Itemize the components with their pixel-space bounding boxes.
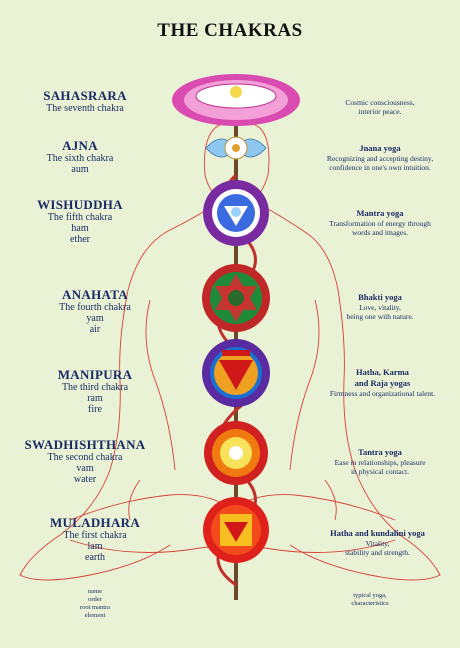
chakra-desc-wishuddha: Mantra yoga Transformation of energy thr…	[310, 208, 450, 237]
chakra-order: The fourth chakra	[59, 302, 131, 313]
chakra-characteristic: stability and strength.	[345, 548, 410, 557]
legend-left-key: name order root mantra element	[60, 588, 130, 620]
chakra-label-ajna: AJNA The sixth chakra aum	[20, 138, 140, 175]
chakra-yoga: Bhakti yoga	[358, 292, 402, 302]
chakra-mantra: ham	[71, 223, 89, 234]
chakra-order: The first chakra	[63, 530, 127, 541]
chakra-order: The seventh chakra	[46, 103, 124, 114]
chakra-characteristic: Transformation of energy through	[329, 219, 431, 228]
chakra-label-sahasrara: SAHASRARA The seventh chakra	[20, 88, 150, 114]
wishuddha-symbol	[203, 180, 269, 246]
chakra-label-muladhara: MULADHARA The first chakra lam earth	[30, 515, 160, 563]
chakra-name: AJNA	[62, 138, 98, 153]
chakra-order: The fifth chakra	[47, 212, 113, 223]
chakra-characteristic: being one with nature.	[346, 312, 414, 321]
chakra-desc-ajna: Jnana yoga Recognizing and accepting des…	[305, 143, 455, 172]
chakra-yoga-continued: and Raja yogas	[354, 378, 411, 388]
chakra-mantra: vam	[76, 463, 94, 474]
chakra-characteristic: interior peace.	[358, 107, 402, 116]
chakra-characteristic: confidence in one's own intuition.	[329, 163, 431, 172]
chakra-characteristic: Cosmic consciousness,	[345, 98, 415, 107]
chakra-yoga: Tantra yoga	[358, 447, 402, 457]
chakra-name: WISHUDDHA	[37, 197, 123, 212]
chakra-characteristic: Vitality,	[365, 539, 390, 548]
chakra-characteristic: Ease in relationships, pleasure	[334, 458, 426, 467]
page-title: THE CHAKRAS	[157, 20, 303, 41]
chakra-order: The third chakra	[61, 382, 129, 393]
chakra-mantra: yam	[86, 313, 104, 324]
chakra-mantra: lam	[87, 541, 103, 552]
chakra-characteristic: in physical contact.	[350, 467, 410, 476]
chakra-yoga: Jnana yoga	[359, 143, 401, 153]
legend-right-key: typical yoga, characteristics	[330, 592, 410, 608]
chakra-desc-muladhara: Hatha and kundalini yoga Vitality, stabi…	[300, 528, 455, 557]
chakra-mantra: aum	[71, 164, 89, 175]
legend-item: element	[84, 612, 106, 619]
chakra-characteristic: words and images.	[351, 228, 409, 237]
chakra-element: earth	[85, 552, 105, 563]
chakra-name: MANIPURA	[57, 367, 133, 382]
chakra-name: MULADHARA	[49, 515, 141, 530]
chakra-characteristic: Firmness and organizational talent.	[329, 389, 436, 398]
legend-item: name	[87, 588, 103, 595]
chakra-yoga: Hatha and kundalini yoga	[330, 528, 425, 538]
anahata-symbol	[202, 264, 270, 332]
chakra-label-swadhishthana: SWADHISHTHANA The second chakra vam wate…	[10, 437, 160, 485]
legend-item: root mantra	[79, 604, 111, 611]
chakra-order: The second chakra	[47, 452, 123, 463]
chakra-element: air	[89, 324, 101, 335]
chakra-characteristic: Recognizing and accepting destiny,	[326, 154, 434, 163]
chakra-label-wishuddha: WISHUDDHA The fifth chakra ham ether	[20, 197, 140, 245]
chakra-name: SWADHISHTHANA	[24, 437, 146, 452]
chakra-desc-manipura: Hatha, Karma and Raja yogas Firmness and…	[310, 367, 455, 398]
chakra-order: The sixth chakra	[46, 153, 114, 164]
chakra-desc-anahata: Bhakti yoga Love, vitality, being one wi…	[310, 292, 450, 321]
manipura-symbol	[202, 339, 270, 407]
muladhara-symbol	[203, 497, 269, 563]
chakra-element: fire	[88, 404, 102, 415]
chakra-element: water	[73, 474, 97, 485]
chakra-name: ANAHATA	[62, 287, 128, 302]
legend-item: characteristics	[351, 600, 389, 607]
chakra-desc-swadhishthana: Tantra yoga Ease in relationships, pleas…	[310, 447, 450, 476]
chakra-label-anahata: ANAHATA The fourth chakra yam air	[35, 287, 155, 335]
legend-item: order	[88, 596, 102, 603]
chakra-name: SAHASRARA	[43, 88, 127, 103]
swadhishthana-symbol	[204, 421, 268, 485]
chakra-yoga: Hatha, Karma	[356, 367, 409, 377]
chakra-characteristic: Love, vitality,	[359, 303, 401, 312]
chakra-mantra: ram	[87, 393, 103, 404]
chakra-element: ether	[70, 234, 90, 245]
ajna-symbol	[205, 136, 267, 160]
sahasrara-symbol	[172, 74, 300, 126]
chakra-desc-sahasrara: Cosmic consciousness, interior peace.	[310, 98, 450, 116]
legend-item: typical yoga,	[353, 592, 387, 599]
chakra-label-manipura: MANIPURA The third chakra ram fire	[35, 367, 155, 415]
chakra-yoga: Mantra yoga	[356, 208, 404, 218]
